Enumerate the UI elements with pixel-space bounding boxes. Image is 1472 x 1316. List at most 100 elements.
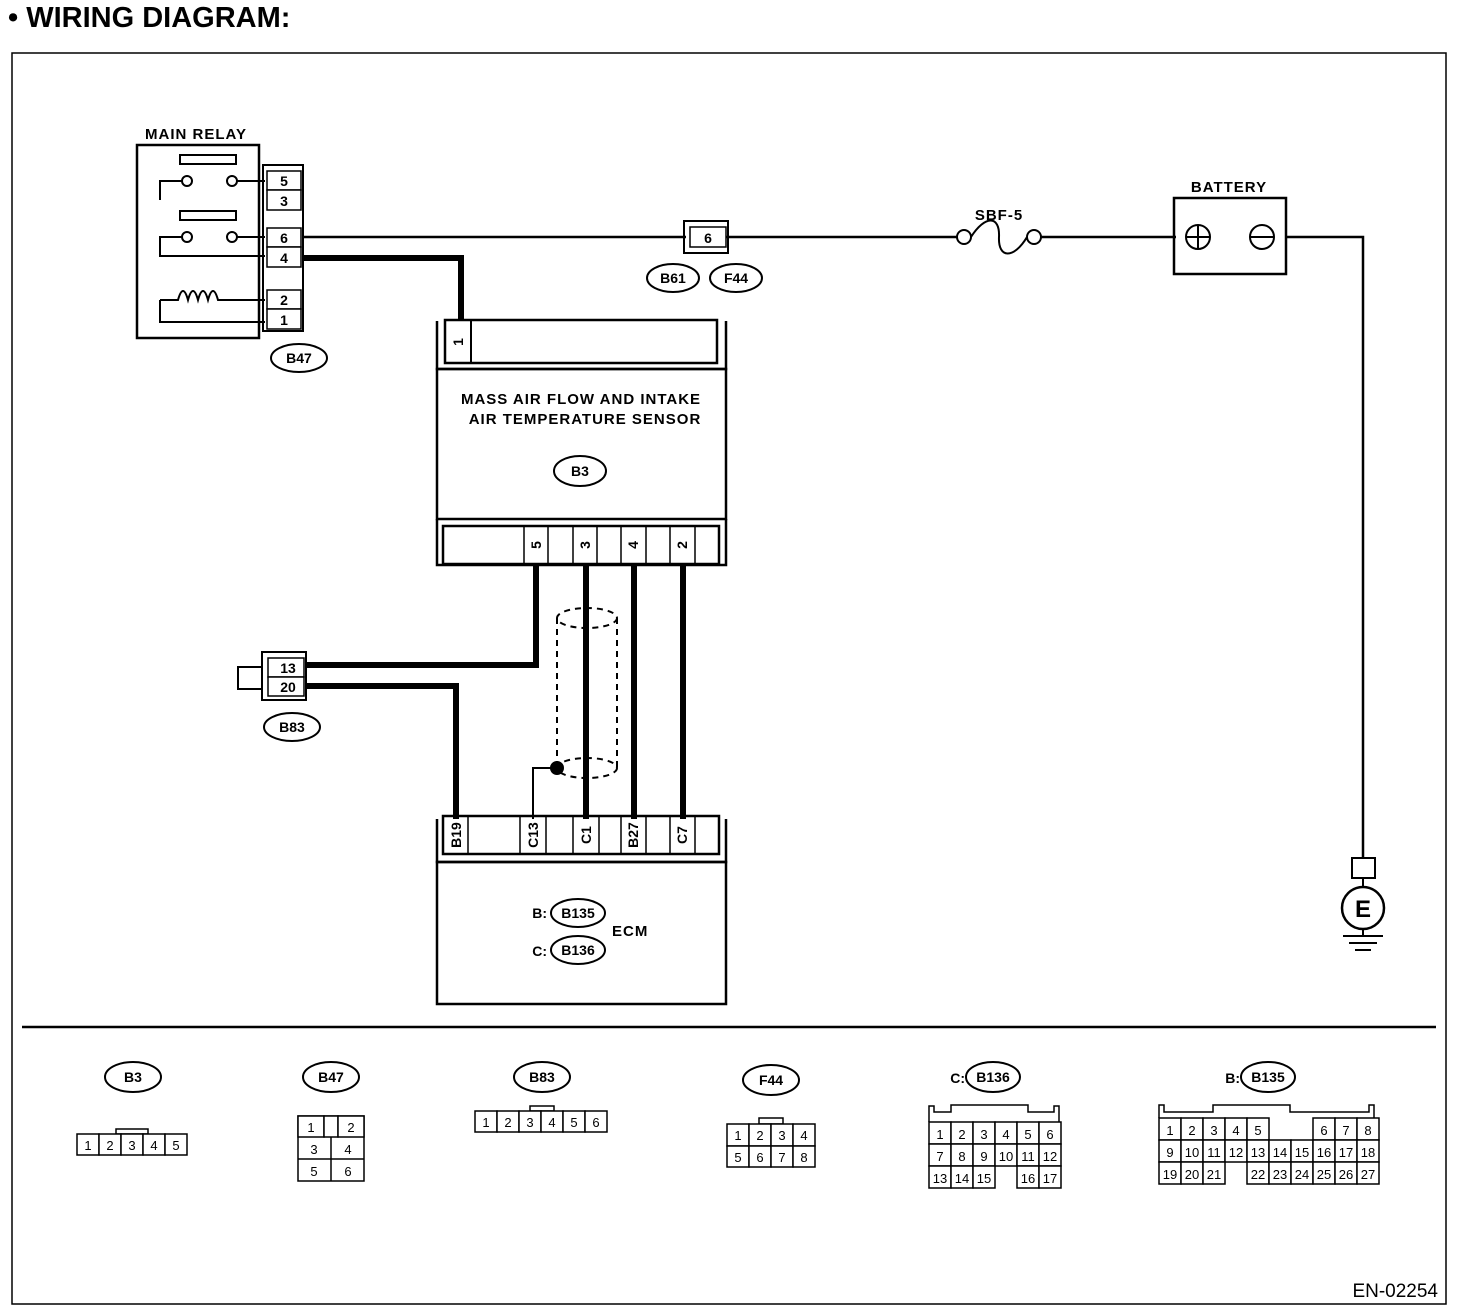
connector-view-pin: 5 (172, 1138, 179, 1153)
connector-view-prefix: B: (1225, 1070, 1240, 1086)
connector-view-prefix: C: (950, 1070, 965, 1086)
maf-bottom-pin: 2 (674, 541, 690, 549)
connector-view-pin: 3 (1210, 1123, 1217, 1138)
connector-view-pin: 25 (1317, 1167, 1331, 1182)
battery: BATTERY (1172, 179, 1288, 276)
connector-view-pin: 7 (936, 1149, 943, 1164)
connector-code-b47: B47 (286, 350, 312, 366)
connector-view-b83: B83 1 2 3 4 5 6 (474, 1061, 608, 1133)
main-relay-label: MAIN RELAY (145, 126, 247, 143)
maf-bottom-pin: 3 (577, 541, 593, 549)
connector-code-b135: B135 (561, 905, 595, 921)
connector-view-pin: 15 (1295, 1145, 1309, 1160)
connector-view-pin: 7 (778, 1150, 785, 1165)
connector-code-b3: B3 (571, 463, 589, 479)
connector-view-pin: 13 (933, 1171, 947, 1186)
connector-view-pin: 27 (1361, 1167, 1375, 1182)
connector-code-b61: B61 (660, 270, 686, 286)
connector-view-pin: 1 (734, 1128, 741, 1143)
fuse-label: SBF-5 (975, 207, 1023, 224)
connector-view-pin: 4 (800, 1128, 807, 1143)
ground-terminal: E (1340, 857, 1386, 951)
ecm-connector-b-prefix: B: (532, 905, 547, 921)
connector-view-cell (1038, 1165, 1062, 1189)
connector-view-pin: 13 (1251, 1145, 1265, 1160)
connector-view-f44: F44 1 2 3 4 5 6 7 8 (726, 1064, 816, 1168)
connector-view-pin: 10 (1185, 1145, 1199, 1160)
connector-view-pin: 1 (307, 1120, 314, 1135)
connector-view-pin: 3 (310, 1142, 317, 1157)
ecm-connector-c-prefix: C: (532, 943, 547, 959)
connector-view-pin: 4 (344, 1142, 351, 1157)
ecm-label: ECM (612, 923, 648, 940)
ecm-pin: C13 (525, 822, 541, 848)
b83-connector: 13 20 B83 (237, 651, 321, 742)
connector-code-b83: B83 (279, 719, 305, 735)
relay-pin: 1 (280, 312, 288, 328)
relay-coil (159, 290, 265, 323)
connector-view-pin: 6 (1046, 1127, 1053, 1142)
connector-view-pin: 6 (344, 1164, 351, 1179)
connector-view-pin: 8 (1364, 1123, 1371, 1138)
wire-shield (556, 607, 618, 779)
connector-view-pin: 10 (999, 1149, 1013, 1164)
connector-view-pin: 4 (150, 1138, 157, 1153)
ground-wire (1286, 235, 1365, 858)
ecm-pin: B19 (448, 822, 464, 848)
connector-view-pin: 21 (1207, 1167, 1221, 1182)
joint-connector: 6 B61 F44 (646, 220, 763, 293)
connector-view-pin: 14 (1273, 1145, 1287, 1160)
heading-text: WIRING DIAGRAM: (26, 2, 291, 34)
connector-view-pin: 6 (1320, 1123, 1327, 1138)
relay-pin: 5 (280, 173, 288, 189)
connector-view-pin: 14 (955, 1171, 969, 1186)
connector-view-pin: 9 (1166, 1145, 1173, 1160)
connector-view-code: F44 (759, 1072, 783, 1088)
b83-pin: 20 (280, 679, 296, 695)
connector-view-pin: 6 (756, 1150, 763, 1165)
maf-bottom-pin: 4 (625, 541, 641, 549)
connector-view-pin: 22 (1251, 1167, 1265, 1182)
connector-view-b47: B47 1 2 3 4 5 6 (297, 1061, 365, 1182)
connector-view-pin: 1 (482, 1115, 489, 1130)
page-heading: • WIRING DIAGRAM: (8, 2, 291, 34)
signal-wires (305, 565, 686, 819)
connector-view-pin: 3 (526, 1115, 533, 1130)
connector-view-pin: 26 (1339, 1167, 1353, 1182)
connector-view-b3: B3 1 2 3 4 5 (76, 1061, 188, 1156)
connector-view-pin: 6 (592, 1115, 599, 1130)
joint-pin: 6 (704, 230, 712, 246)
document-code: EN-02254 (1352, 1281, 1438, 1302)
battery-label: BATTERY (1191, 179, 1267, 196)
connector-view-code: B3 (124, 1069, 142, 1085)
connector-code-b136: B136 (561, 942, 595, 958)
connector-view-code: B135 (1251, 1069, 1285, 1085)
maf-bottom-pin: 5 (528, 541, 544, 549)
maf-sensor: 1 MASS AIR FLOW AND INTAKE AIR TEMPERATU… (435, 318, 728, 567)
ground-label: E (1355, 896, 1371, 923)
connector-view-cell (1356, 1161, 1380, 1185)
connector-view-pin: 16 (1317, 1145, 1331, 1160)
shield-junction (550, 761, 564, 775)
maf-top-pin: 1 (450, 338, 466, 346)
connector-view-pin: 3 (778, 1128, 785, 1143)
connector-view-pin: 23 (1273, 1167, 1287, 1182)
shield-drain-wire (532, 767, 557, 819)
connector-view-pin: 24 (1295, 1167, 1309, 1182)
relay-pin: 3 (280, 193, 288, 209)
connector-view-pin: 2 (756, 1128, 763, 1143)
connector-view-pin: 12 (1043, 1149, 1057, 1164)
relay-pin: 6 (280, 230, 288, 246)
connector-view-pin: 4 (1002, 1127, 1009, 1142)
connector-view-pin: 15 (977, 1171, 991, 1186)
connector-view-pin: 1 (936, 1127, 943, 1142)
connector-view-pin: 3 (980, 1127, 987, 1142)
connector-view-pin: 5 (570, 1115, 577, 1130)
ecm-pin: C1 (578, 826, 594, 844)
connector-view-pin: 5 (734, 1150, 741, 1165)
connector-view-code: B136 (976, 1069, 1010, 1085)
connector-view-pin: 5 (1254, 1123, 1261, 1138)
connector-view-pin: 7 (1342, 1123, 1349, 1138)
